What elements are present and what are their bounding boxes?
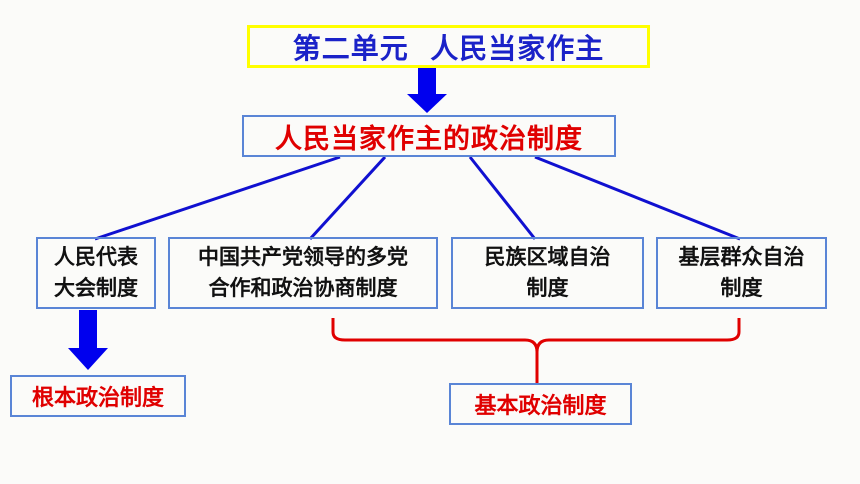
main-node: 人民当家作主的政治制度 (242, 115, 616, 157)
fundamental-system-box: 根本政治制度 (10, 375, 186, 417)
sub-node-label: 民族区域自治制度 (484, 245, 611, 300)
sub-node-label: 中国共产党领导的多党合作和政治协商制度 (198, 245, 408, 300)
down-arrow-fundamental (68, 310, 108, 370)
sub-node-label: 人民代表大会制度 (54, 245, 138, 300)
curly-brace (331, 318, 741, 353)
main-node-label: 人民当家作主的政治制度 (275, 123, 583, 155)
connector-line-1 (94, 155, 341, 241)
unit-title: 第二单元 人民当家作主 (292, 31, 605, 65)
sub-node-npc: 人民代表大会制度 (36, 237, 156, 309)
connector-line-4 (534, 155, 741, 241)
down-arrow-main (407, 68, 447, 113)
basic-system-label: 基本政治制度 (474, 394, 607, 419)
connector-line-2 (308, 155, 387, 241)
sub-node-cpc-cooperation: 中国共产党领导的多党合作和政治协商制度 (168, 237, 438, 309)
fundamental-system-label: 根本政治制度 (31, 386, 164, 411)
connector-line-3 (468, 156, 537, 240)
sub-node-grassroots-autonomy: 基层群众自治制度 (656, 237, 827, 309)
sub-node-label: 基层群众自治制度 (678, 245, 805, 300)
title-box: 第二单元 人民当家作主 (247, 25, 650, 68)
sub-node-regional-autonomy: 民族区域自治制度 (451, 237, 644, 309)
basic-system-box: 基本政治制度 (449, 383, 632, 425)
